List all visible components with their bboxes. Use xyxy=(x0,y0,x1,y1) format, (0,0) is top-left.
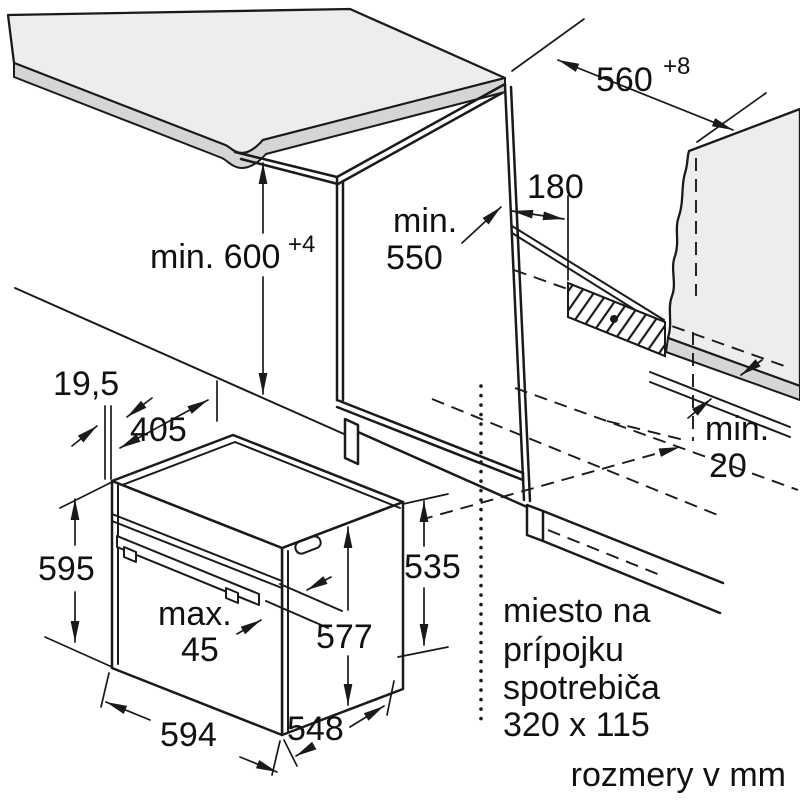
units-note: rozmery v mm xyxy=(571,756,786,794)
cabinet-left-foot xyxy=(343,417,360,466)
floor-edge-right xyxy=(541,539,722,615)
rear-gap-label: min. xyxy=(705,410,769,448)
dim-vent-offset: 180 xyxy=(511,168,584,221)
oven-width-value: 594 xyxy=(160,716,217,754)
cabinet-right-edge xyxy=(503,83,526,502)
oven-door-handle xyxy=(116,535,260,606)
dim-min-depth-behind: 405 xyxy=(119,380,218,449)
niche-depth-label: min. xyxy=(393,202,457,240)
oven xyxy=(110,433,405,737)
connection-note-line2: prípojku xyxy=(503,631,624,669)
niche-depth-value: 550 xyxy=(386,239,443,277)
dim-door-protrusion: max. 45 xyxy=(158,576,343,669)
niche-back-edge xyxy=(649,371,791,428)
hidden-line-floor-back xyxy=(419,446,681,521)
connection-note: miesto na prípojku spotrebiča 320 x 115 xyxy=(503,592,660,744)
cabinet-shelf-edge-inner xyxy=(335,405,525,482)
connection-note-line4: 320 x 115 xyxy=(503,706,650,744)
dim-oven-height: 595 xyxy=(38,481,113,668)
hidden-line-floor-far xyxy=(514,387,799,491)
oven-height-value: 595 xyxy=(38,550,95,588)
cabinet-base-edge xyxy=(541,509,725,585)
frame-offset-value: 19,5 xyxy=(53,365,119,403)
oven-panel-line-inner xyxy=(111,520,283,589)
dim-oven-width: 594 xyxy=(100,672,281,776)
worktop xyxy=(6,7,507,169)
cabinet-plinth-edge xyxy=(356,430,529,509)
niche-width-value: 560 xyxy=(596,61,653,99)
dim-body-height: 535 xyxy=(397,493,461,658)
dim-niche-height: min. 600 +4 xyxy=(150,162,315,395)
min-depth-behind-value: 405 xyxy=(130,411,187,449)
hidden-line-under-base xyxy=(547,529,666,578)
oven-panel-line xyxy=(111,513,283,582)
door-protrusion-label: max. xyxy=(158,595,232,633)
rear-gap-value: 20 xyxy=(709,447,747,485)
connection-area xyxy=(567,195,666,358)
vent-offset-value: 180 xyxy=(527,168,584,206)
niche-width-tolerance: +8 xyxy=(663,53,690,80)
connection-point-dot xyxy=(610,315,618,323)
oven-handle-post-right xyxy=(225,587,239,604)
dim-niche-width: 560 +8 xyxy=(511,18,767,143)
cabinet xyxy=(14,82,791,615)
niche-height-tolerance: +4 xyxy=(288,231,315,258)
body-height-value: 535 xyxy=(404,548,461,586)
hidden-line-back-top xyxy=(513,269,791,369)
door-protrusion-value: 45 xyxy=(181,631,219,669)
dimensions: 560 +8 min. 600 +4 min. 550 180 min. 20 xyxy=(38,18,769,776)
oven-front-face xyxy=(110,479,284,737)
rear-wall xyxy=(665,107,800,401)
hidden-line-corner-a xyxy=(606,420,689,442)
dim-front-height: 577 xyxy=(316,526,373,706)
niche-side-top-edge xyxy=(511,225,665,321)
front-height-value: 577 xyxy=(316,618,373,656)
connection-note-line1: miesto na xyxy=(503,592,650,630)
cabinet-right-foot xyxy=(525,503,545,543)
rear-wall-surface xyxy=(666,107,800,388)
oven-handle-post-left xyxy=(123,546,137,563)
oven-side-grip xyxy=(294,535,322,555)
connection-note-line3: spotrebiča xyxy=(503,669,660,707)
dim-niche-depth: min. 550 xyxy=(386,202,502,277)
cabinet-right-edge-inner xyxy=(509,85,532,503)
floor-edge-left xyxy=(14,287,345,435)
oven-top-rim xyxy=(116,441,401,509)
niche-back-edge-inner xyxy=(649,381,791,438)
cabinet-shelf-edge xyxy=(335,398,525,475)
niche-height-value: min. 600 xyxy=(150,238,280,276)
hidden-line-floor-right xyxy=(431,398,721,517)
oven-depth-value: 548 xyxy=(287,710,344,748)
dim-rear-gap: min. 20 xyxy=(687,359,769,485)
dim-oven-depth: 548 xyxy=(283,680,395,767)
hidden-niche-lines xyxy=(419,269,799,578)
